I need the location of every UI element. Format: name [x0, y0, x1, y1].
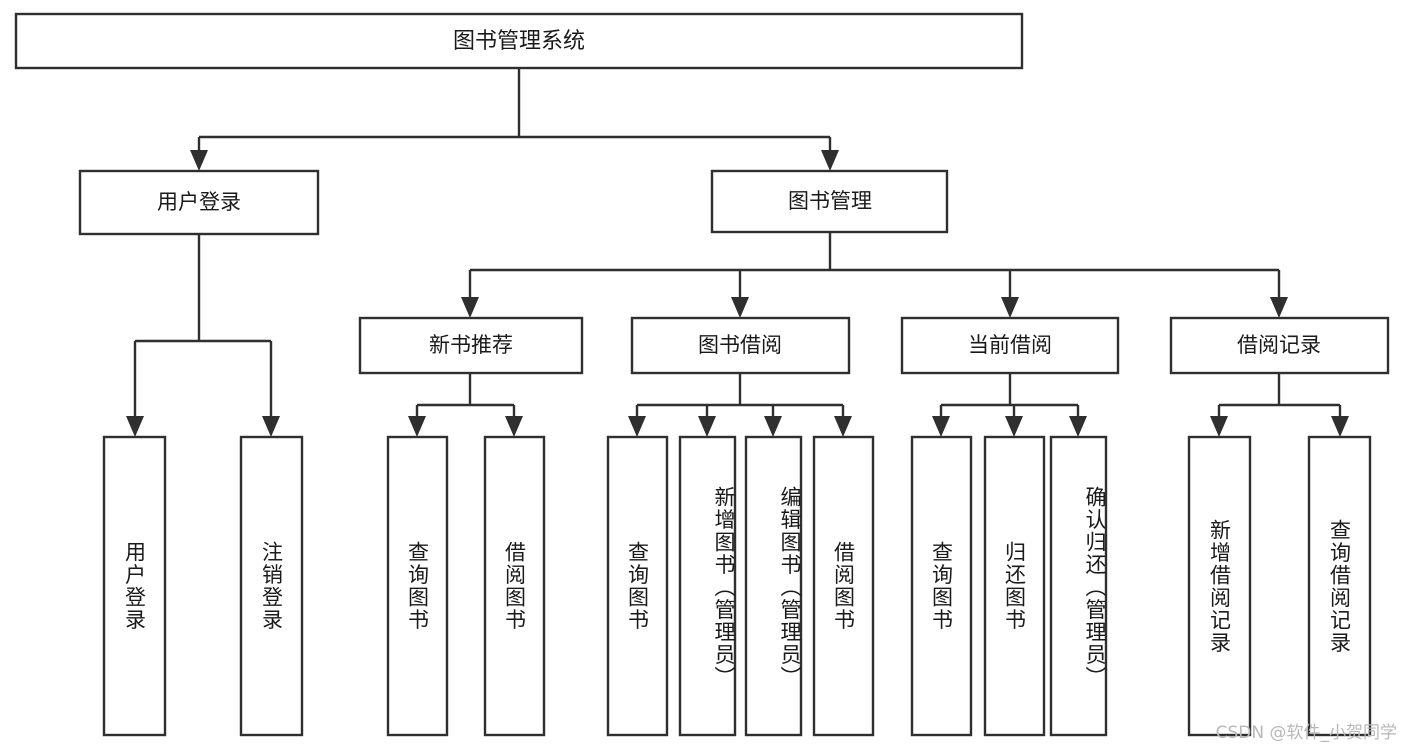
leaf-box-edit-book[interactable] — [744, 435, 803, 737]
arrowhead-to-book-manage — [821, 150, 839, 171]
leaf-box-user-login[interactable] — [102, 435, 167, 737]
current-borrow-label: 当前借阅 — [968, 333, 1052, 357]
leaf-box-logout[interactable] — [239, 435, 304, 737]
leaf-box-add-record[interactable] — [1187, 435, 1252, 737]
csdn-watermark: CSDN @软件_小贺同学 — [1215, 723, 1397, 743]
arrowhead-leaf-add-book — [698, 416, 716, 437]
arrowhead-leaf-query-record — [1331, 416, 1349, 437]
arrowhead-leaf-borrow-book-2 — [834, 416, 852, 437]
node-root[interactable]: 图书管理系统 — [14, 12, 1024, 70]
arrowhead-to-current — [1001, 297, 1019, 318]
leaf-boxes-layer — [102, 435, 1372, 737]
leaf-box-return-book[interactable] — [983, 435, 1046, 737]
leaf-box-confirm-return[interactable] — [1049, 435, 1108, 737]
arrowhead-leaf-borrow-book-1 — [505, 416, 523, 437]
arrowhead-leaf-return-book — [1005, 416, 1023, 437]
connector-root-to-level1 — [197, 68, 832, 155]
new-book-recommend-label: 新书推荐 — [429, 333, 513, 357]
new-book-recommend-box[interactable] — [358, 316, 584, 375]
book-borrow-box[interactable] — [630, 316, 851, 375]
borrow-record-label: 借阅记录 — [1237, 333, 1321, 357]
book-management-label: 图书管理 — [788, 189, 872, 213]
arrowhead-to-borrow — [731, 297, 749, 318]
user-login-label: 用户登录 — [157, 190, 241, 214]
connector-userlogin-bus — [133, 234, 273, 421]
leaf-box-query-record[interactable] — [1307, 435, 1372, 737]
connectors-layer — [126, 68, 1349, 437]
node-book-management[interactable]: 图书管理 — [710, 169, 949, 234]
book-management-box[interactable] — [710, 169, 949, 234]
user-login-box[interactable] — [78, 169, 320, 236]
connector-bookmanage-bus — [468, 232, 1281, 302]
root-box[interactable] — [14, 12, 1024, 70]
arrowhead-to-user-login — [190, 150, 208, 171]
connector-newbook-bus — [415, 373, 516, 421]
book-borrow-label: 图书借阅 — [698, 333, 782, 357]
arrowhead-leaf-confirm-return — [1069, 416, 1087, 437]
connector-record-bus — [1217, 373, 1342, 421]
arrowhead-leaf-query-book-2 — [628, 416, 646, 437]
node-book-borrow[interactable]: 图书借阅 — [630, 316, 851, 375]
node-user-login[interactable]: 用户登录 — [78, 169, 320, 236]
leaf-box-query-book-2[interactable] — [606, 435, 669, 737]
arrowhead-leaf-logout — [262, 416, 280, 437]
root-label: 图书管理系统 — [453, 29, 585, 54]
node-current-borrow[interactable]: 当前借阅 — [900, 316, 1120, 375]
leaf-box-add-book[interactable] — [678, 435, 737, 737]
node-new-book-recommend[interactable]: 新书推荐 — [358, 316, 584, 375]
borrow-record-box[interactable] — [1169, 316, 1390, 375]
arrowhead-to-newbook — [461, 297, 479, 318]
arrowhead-leaf-query-book-3 — [932, 416, 950, 437]
arrowhead-leaf-query-book-1 — [408, 416, 426, 437]
connector-current-bus — [939, 373, 1080, 421]
leaf-box-query-book-1[interactable] — [386, 435, 449, 737]
leaf-box-borrow-book-2[interactable] — [812, 435, 875, 737]
node-borrow-record[interactable]: 借阅记录 — [1169, 316, 1390, 375]
current-borrow-box[interactable] — [900, 316, 1120, 375]
arrowhead-leaf-add-record — [1210, 416, 1228, 437]
arrowhead-leaf-user-login — [126, 416, 144, 437]
leaf-box-query-book-3[interactable] — [910, 435, 973, 737]
leaf-box-borrow-book-1[interactable] — [483, 435, 546, 737]
connector-borrow-bus — [635, 373, 845, 421]
arrowhead-leaf-edit-book — [764, 416, 782, 437]
arrowhead-to-record — [1270, 297, 1288, 318]
